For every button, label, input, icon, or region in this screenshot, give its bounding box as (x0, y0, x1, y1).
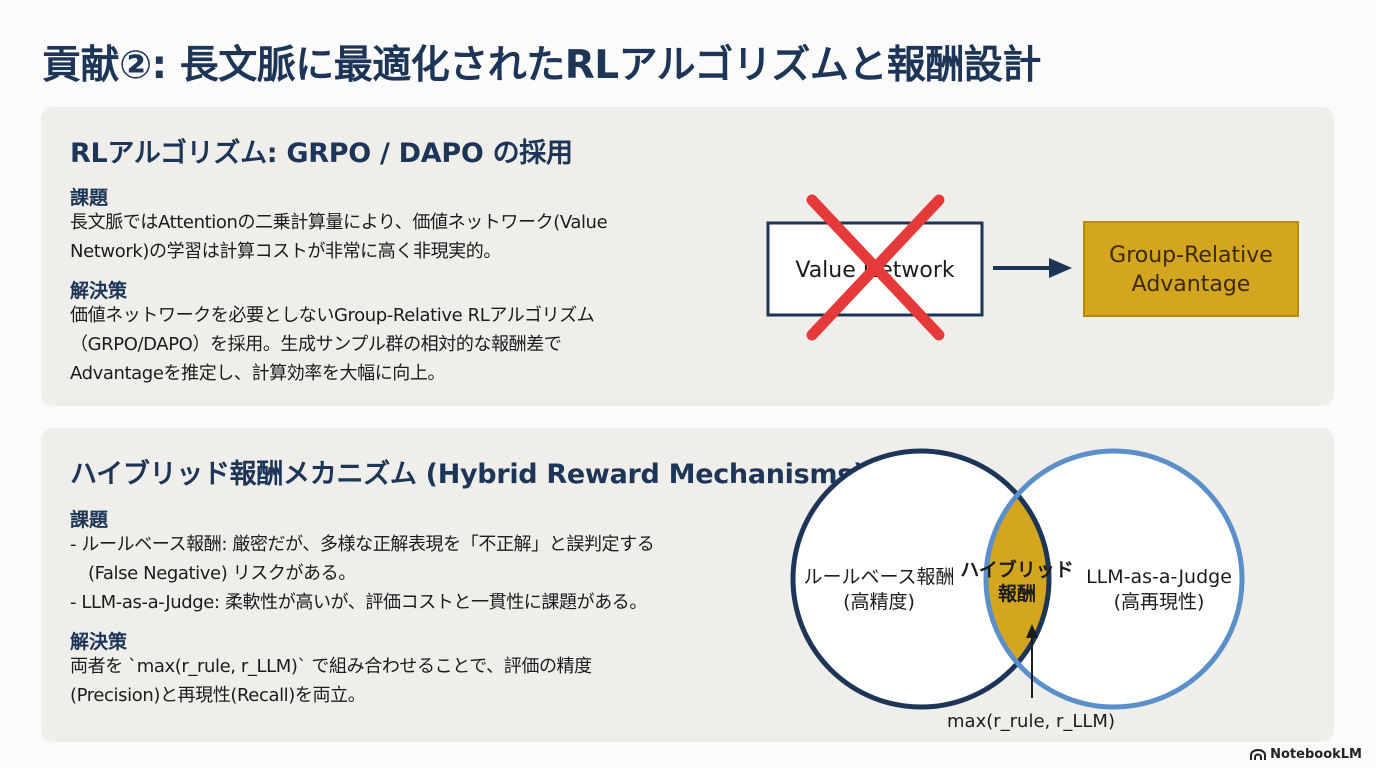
rl-solution-line: Advantageを推定し、計算効率を大幅に向上。 (70, 363, 446, 384)
hybrid-issue-line: (False Negative) リスクがある。 (88, 563, 356, 584)
hybrid-issue-line: - ルールベース報酬: 厳密だが、多様な正解表現を「不正解」と誤判定する (70, 534, 655, 555)
rl-solution-label: 解決策 (70, 280, 128, 302)
notebooklm-logo-icon (1250, 748, 1267, 760)
hybrid-issue-text: - ルールベース報酬: 厳密だが、多様な正解表現を「不正解」と誤判定する (Fa… (70, 530, 655, 617)
rl-solution-text: 価値ネットワークを必要としないGroup-Relative RLアルゴリズム （… (70, 301, 595, 388)
slide-title: 貢献②: 長文脈に最適化されたRLアルゴリズムと報酬設計 (42, 43, 1041, 88)
rl-panel-heading: RLアルゴリズム: GRPO / DAPO の採用 (70, 138, 573, 169)
venn-left-label: ルールベース報酬 (803, 566, 954, 588)
rl-issue-text: 長文脈ではAttentionの二乗計算量により、価値ネットワーク(Value N… (70, 208, 608, 266)
venn-center-sublabel: 報酬 (998, 582, 1036, 605)
arrow-up-icon (1026, 624, 1038, 698)
venn-left-sublabel: (高精度) (843, 591, 915, 613)
venn-left-circle (790, 448, 1052, 710)
hybrid-solution-text: 両者を `max(r_rule, r_LLM)` で組み合わせることで、評価の精… (70, 652, 592, 710)
hybrid-reward-panel: ハイブリッド報酬メカニズム (Hybrid Reward Mechanisms)… (41, 428, 1334, 742)
hybrid-issue-line: - LLM-as-a-Judge: 柔軟性が高いが、評価コストと一貫性に課題があ… (70, 592, 647, 613)
venn-right-circle (983, 448, 1245, 710)
rl-algorithm-panel: RLアルゴリズム: GRPO / DAPO の採用 課題 長文脈ではAttent… (41, 107, 1334, 406)
arrow-right-icon (993, 258, 1072, 278)
group-relative-label: Group-Relative (1109, 243, 1273, 268)
hybrid-solution-line: 両者を `max(r_rule, r_LLM)` で組み合わせることで、評価の精… (70, 656, 592, 677)
rl-issue-label: 課題 (70, 187, 109, 209)
hybrid-venn-diagram: ルールベース報酬 (高精度) ハイブリッド 報酬 LLM-as-a-Judge … (790, 448, 1245, 732)
venn-right-fill (986, 451, 1242, 707)
venn-center-label: ハイブリッド (960, 558, 1074, 581)
venn-right-sublabel: (高再現性) (1114, 591, 1205, 613)
rl-solution-line: （GRPO/DAPO）を採用。生成サンプル群の相対的な報酬差で (70, 334, 562, 355)
venn-formula-label: max(r_rule, r_LLM) (947, 711, 1115, 732)
rl-issue-line: Network)の学習は計算コストが非常に高く非現実的。 (70, 241, 501, 262)
advantage-label: Advantage (1132, 272, 1251, 297)
hybrid-solution-line: (Precision)と再現性(Recall)を両立。 (70, 685, 366, 706)
notebooklm-brand: NotebookLM (1250, 747, 1362, 762)
venn-left-fill (793, 451, 1049, 707)
crossed-out-icon (806, 194, 945, 341)
brand-label: NotebookLM (1270, 747, 1362, 762)
hybrid-solution-label: 解決策 (70, 631, 128, 653)
venn-right-label: LLM-as-a-Judge (1086, 566, 1232, 588)
value-network-diagram: Value Network Group-Relative Advantage (766, 194, 1299, 341)
group-relative-advantage-box (1083, 221, 1299, 317)
hybrid-panel-heading: ハイブリッド報酬メカニズム (Hybrid Reward Mechanisms) (70, 459, 866, 490)
hybrid-issue-label: 課題 (70, 509, 109, 531)
rl-solution-line: 価値ネットワークを必要としないGroup-Relative RLアルゴリズム (70, 305, 595, 326)
rl-issue-line: 長文脈ではAttentionの二乗計算量により、価値ネットワーク(Value (70, 212, 608, 233)
